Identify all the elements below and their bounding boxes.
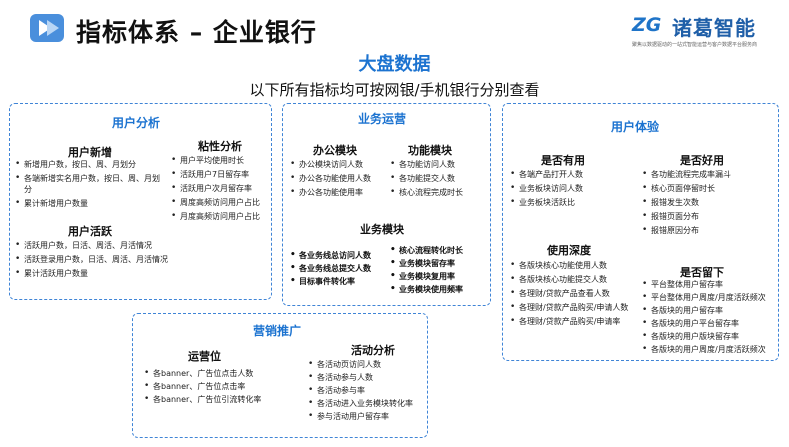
list-item: 月度高频访问用户占比 [170,211,270,222]
list-item: 周度高频访问用户占比 [170,197,270,208]
list-item: 用户平均使用时长 [170,155,270,166]
list-item: 报错页面分布 [641,211,777,222]
business-ops-box: 业务运营 办公模块 办公模块访问人数 办公各功能使用人数 办公各功能使用率 功能… [282,103,491,306]
depth-list: 各版块核心功能使用人数 各版块核心功能提交人数 各理财/贷款产品查看人数 各理财… [509,260,637,330]
page-title: 指标体系 – 企业银行 [76,18,317,47]
stickiness-list: 用户平均使用时长 活跃用户7日留存率 活跃用户次月留存率 周度高频访问用户占比 … [170,155,270,225]
section-title: 营销推广 [253,324,302,338]
group-title: 办公模块 [313,144,357,157]
list-item: 各功能访问人数 [389,159,489,170]
function-list: 各功能访问人数 各功能提交人数 核心流程完成时长 [389,159,489,201]
group-title: 活动分析 [351,344,395,357]
list-item: 各活动参与率 [307,385,427,396]
list-item: 办公各功能使用人数 [289,173,394,184]
list-item: 各理财/贷款产品查看人数 [509,288,637,299]
list-item: 平台整体用户留存率 [641,279,778,290]
list-item: 各banner、广告位引流转化率 [143,394,293,405]
list-item: 参与活动用户留存率 [307,411,427,422]
list-item: 各端产品打开人数 [509,169,634,180]
business-left-list: 各业务线总访问人数 各业务线总提交人数 目标事件转化率 [289,250,395,289]
logo-mark: ZG [632,14,662,36]
list-item: 各活动页访问人数 [307,359,427,370]
list-item: 报错原因分布 [641,225,777,236]
list-item: 核心页面停留时长 [641,183,777,194]
list-item: 各banner、广告位点击率 [143,381,293,392]
list-item: 报错发生次数 [641,197,777,208]
list-item: 各端新增实名用户数，按日、周、月划分 [14,173,166,195]
placement-list: 各banner、广告位点击人数 各banner、广告位点击率 各banner、广… [143,368,293,407]
list-item: 业务板块访问人数 [509,183,634,194]
group-title: 是否留下 [680,266,724,279]
group-title: 业务模块 [360,223,404,236]
list-item: 核心流程转化时长 [389,245,489,256]
usefulness-list: 各端产品打开人数 业务板块访问人数 业务板块活跃比 [509,169,634,211]
list-item: 各业务线总提交人数 [289,263,395,274]
list-item: 各理财/贷款产品购买/申请人数 [509,302,637,313]
user-experience-box: 用户体验 是否有用 各端产品打开人数 业务板块访问人数 业务板块活跃比 是否好用… [502,103,779,361]
active-users-list: 活跃用户数，日活、周活、月活情况 活跃登录用户数，日活、周活、月活情况 累计活跃… [14,240,172,282]
logo-name: 诸葛智能 [672,16,756,40]
list-item: 各业务线总访问人数 [289,250,395,261]
main-title: 大盘数据 [358,54,431,75]
list-item: 各理财/贷款产品购买/申请率 [509,316,637,327]
section-title: 用户分析 [112,116,161,130]
list-item: 业务模块使用频率 [389,284,489,295]
list-item: 办公各功能使用率 [289,187,394,198]
list-item: 业务模块复用率 [389,271,489,282]
group-title: 使用深度 [547,244,591,257]
list-item: 各版块的用户留存率 [641,305,778,316]
business-right-list: 核心流程转化时长 业务模块留存率 业务模块复用率 业务模块使用频率 [389,245,489,297]
list-item: 各活动参与人数 [307,372,427,383]
list-item: 累计新增用户数量 [14,198,166,209]
group-title: 用户活跃 [68,225,112,238]
office-list: 办公模块访问人数 办公各功能使用人数 办公各功能使用率 [289,159,394,201]
group-title: 是否好用 [680,154,724,167]
list-item: 活跃用户次月留存率 [170,183,270,194]
marketing-box: 营销推广 运营位 各banner、广告位点击人数 各banner、广告位点击率 … [132,313,428,438]
group-title: 是否有用 [541,154,585,167]
list-item: 平台整体用户周度/月度活跃频次 [641,292,778,303]
campaign-list: 各活动页访问人数 各活动参与人数 各活动参与率 各活动进入业务模块转化率 参与活… [307,359,427,424]
list-item: 办公模块访问人数 [289,159,394,170]
list-item: 各版块的用户版块留存率 [641,331,778,342]
list-item: 目标事件转化率 [289,276,395,287]
subtitle: 以下所有指标均可按网银/手机银行分别查看 [249,81,540,99]
list-item: 活跃用户数，日活、周活、月活情况 [14,240,172,251]
group-title: 粘性分析 [198,140,242,153]
brand-logo: ZG 诸葛智能 聚焦以数据驱动的一站式智能运营与客户数据平台服务商 [632,12,782,52]
list-item: 新增用户数，按日、周、月划分 [14,159,166,170]
list-item: 累计活跃用户数量 [14,268,172,279]
group-title: 用户新增 [68,146,112,159]
group-title: 运营位 [188,350,221,363]
list-item: 各banner、广告位点击人数 [143,368,293,379]
list-item: 业务模块留存率 [389,258,489,269]
list-item: 各功能流程完成率漏斗 [641,169,777,180]
retention-list: 平台整体用户留存率 平台整体用户周度/月度活跃频次 各版块的用户留存率 各版块的… [641,279,778,357]
list-item: 各版块的用户平台留存率 [641,318,778,329]
list-item: 各活动进入业务模块转化率 [307,398,427,409]
list-item: 各版块的用户周度/月度活跃频次 [641,344,778,355]
logo-tagline: 聚焦以数据驱动的一站式智能运营与客户数据平台服务商 [632,42,758,48]
new-users-list: 新增用户数，按日、周、月划分 各端新增实名用户数，按日、周、月划分 累计新增用户… [14,159,166,212]
list-item: 活跃用户7日留存率 [170,169,270,180]
header-chevron-icon [30,14,64,42]
section-title: 业务运营 [358,112,407,126]
user-analysis-box: 用户分析 用户新增 新增用户数，按日、周、月划分 各端新增实名用户数，按日、周、… [9,103,272,300]
list-item: 活跃登录用户数，日活、周活、月活情况 [14,254,172,265]
list-item: 各功能提交人数 [389,173,489,184]
list-item: 各版块核心功能提交人数 [509,274,637,285]
list-item: 业务板块活跃比 [509,197,634,208]
section-title: 用户体验 [611,120,660,134]
list-item: 核心流程完成时长 [389,187,489,198]
list-item: 各版块核心功能使用人数 [509,260,637,271]
ease-list: 各功能流程完成率漏斗 核心页面停留时长 报错发生次数 报错页面分布 报错原因分布 [641,169,777,239]
group-title: 功能模块 [408,144,452,157]
